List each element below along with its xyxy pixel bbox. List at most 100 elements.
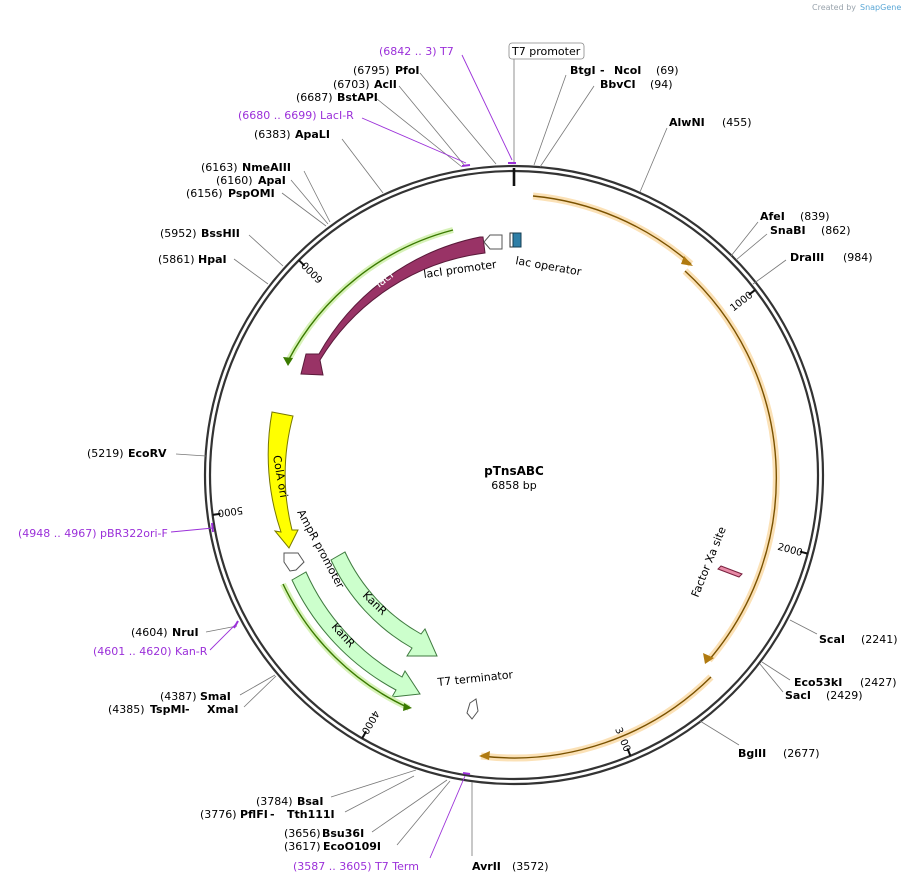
site-pos-nrui: (4604) (131, 626, 168, 639)
site-pos-bstapi: (6687) (296, 91, 333, 104)
site-pos-eco53ki: (2427) (860, 676, 897, 689)
site-pos-acli: (6703) (333, 78, 370, 91)
primer-laci-r[interactable]: (6680 .. 6699) LacI-R (238, 109, 354, 122)
site-name-bglii[interactable]: BglII (738, 747, 766, 760)
site-name-ecoo109i[interactable]: EcoO109I (323, 840, 381, 853)
site-name-snabi[interactable]: SnaBI (770, 224, 806, 237)
ampr-promoter-arrow[interactable] (283, 552, 305, 572)
tick-mark-4000 (361, 730, 367, 739)
t7-promoter-box[interactable] (508, 42, 585, 60)
site-name-pfoi[interactable]: PfoI (395, 64, 420, 77)
kanr-outer-arrow[interactable] (291, 571, 421, 698)
site-name-saci[interactable]: SacI (785, 689, 811, 702)
site-name-draiii[interactable]: DraIII (790, 251, 824, 264)
site-name2-btgi[interactable]: NcoI (614, 64, 641, 77)
site-pos-draiii: (984) (843, 251, 873, 264)
laci-promoter-arrow[interactable] (483, 234, 503, 250)
site-name-apali[interactable]: ApaLI (295, 128, 330, 141)
site-name-pspomi[interactable]: PspOMI (228, 187, 275, 200)
primer-pbr322ori-f[interactable]: (4948 .. 4967) pBR322ori-F (18, 527, 168, 540)
t7-terminator-label: T7 terminator (436, 668, 514, 689)
site-name-bsu36i[interactable]: Bsu36I (322, 827, 364, 840)
site-pos-tspmi: (4385) (108, 703, 145, 716)
site-pos-ecoo109i: (3617) (284, 840, 321, 853)
site-name-smai[interactable]: SmaI (200, 690, 231, 703)
site-pos-pfoi: (6795) (353, 64, 390, 77)
site-pos-ecorv: (5219) (87, 447, 124, 460)
site-joiner-pflfi: - (270, 808, 275, 821)
site-name-nrui[interactable]: NruI (172, 626, 199, 639)
site-name-btgi[interactable]: BtgI (570, 64, 596, 77)
lac-operator-box[interactable] (512, 232, 522, 248)
tick-mark-1000 (748, 289, 756, 296)
site-pos-nmeaiii: (6163) (201, 161, 238, 174)
laci-gene-arrow[interactable] (300, 236, 486, 376)
plasmid-name: pTnsABC (484, 464, 544, 478)
site-pos-apali: (6383) (254, 128, 291, 141)
site-name-nmeaiii[interactable]: NmeAIII (242, 161, 291, 174)
site-name-scai[interactable]: ScaI (819, 633, 845, 646)
site-pos-smai: (4387) (160, 690, 197, 703)
tick-label-6000: 6000 (300, 259, 326, 285)
primer-kan-r[interactable]: (4601 .. 4620) Kan-R (93, 645, 208, 658)
site-name-hpai[interactable]: HpaI (198, 253, 227, 266)
snapgene-logo-text: SnapGene (860, 3, 901, 12)
t7-promoter-label: T7 promoter (511, 45, 581, 58)
site-name-ecorv[interactable]: EcoRV (128, 447, 167, 460)
lac-operator-label: lac operator (514, 254, 582, 278)
tick-label-1000: 1000 (728, 290, 755, 314)
site-name2-pflfi[interactable]: Tth111I (287, 808, 335, 821)
site-pos-hpai: (5861) (158, 253, 195, 266)
site-name-bbvci[interactable]: BbvCI (600, 78, 636, 91)
restriction-sites: BtgI - NcoI (69) BbvCI (94) AlwNI (455) … (87, 64, 898, 873)
orf-arrows (479, 192, 780, 762)
site-pos-afei: (839) (800, 210, 830, 223)
primer-t7-term[interactable]: (3587 .. 3605) T7 Term (293, 860, 419, 873)
site-pos-avrii: (3572) (512, 860, 549, 873)
site-pos-saci: (2429) (826, 689, 863, 702)
primers: (6842 .. 3) T7 (6680 .. 6699) LacI-R (49… (18, 45, 516, 873)
site-name-bsai[interactable]: BsaI (297, 795, 323, 808)
site-name-apai[interactable]: ApaI (258, 174, 286, 187)
site-joiner-tspmi: - (185, 703, 190, 716)
site-pos-pspomi: (6156) (186, 187, 223, 200)
site-name-afei[interactable]: AfeI (760, 210, 785, 223)
backbone-outer-strand (203, 164, 825, 786)
site-name-eco53ki[interactable]: Eco53kI (794, 676, 842, 689)
site-pos-snabi: (862) (821, 224, 851, 237)
site-pos-scai: (2241) (861, 633, 898, 646)
kanr-inner-arrow[interactable] (330, 551, 438, 657)
site-joiner-btgi: - (600, 64, 605, 77)
site-name-acli[interactable]: AclI (374, 78, 397, 91)
tick-label-2000: 2000 (776, 542, 803, 559)
site-pos-bbvci: (94) (650, 78, 673, 91)
site-name-alwni[interactable]: AlwNI (669, 116, 705, 129)
site-pos-btgi: (69) (656, 64, 679, 77)
tick-label-5000: 5000 (217, 504, 244, 518)
site-name-avrii[interactable]: AvrII (472, 860, 501, 873)
cola-ori-arrow[interactable] (267, 411, 299, 549)
site-pos-apai: (6160) (216, 174, 253, 187)
site-name-pflfi[interactable]: PflFI (240, 808, 268, 821)
site-name-bsshii[interactable]: BssHII (201, 227, 240, 240)
tick-mark-2000 (799, 550, 808, 555)
site-name-tspmi[interactable]: TspMI (150, 703, 186, 716)
site-name-bstapi[interactable]: BstAPI (337, 91, 378, 104)
site-pos-bglii: (2677) (783, 747, 820, 760)
site-pos-alwni: (455) (722, 116, 752, 129)
primer-t7[interactable]: (6842 .. 3) T7 (379, 45, 454, 58)
site-pos-bsai: (3784) (256, 795, 293, 808)
site-pos-bsu36i: (3656) (284, 827, 321, 840)
site-pos-bsshii: (5952) (160, 227, 197, 240)
orf-right-arrow[interactable] (682, 268, 780, 663)
tick-mark-6000 (298, 259, 306, 267)
plasmid-length: 6858 bp (491, 479, 536, 492)
factor-xa-label: Factor Xa site (689, 525, 729, 599)
site-pos-pflfi: (3776) (200, 808, 237, 821)
t7-terminator-shape[interactable] (466, 698, 479, 720)
tick-mark-3000 (626, 748, 632, 757)
tick-label-4000: 4000 (359, 708, 381, 736)
factor-xa-site-marker[interactable] (717, 565, 743, 578)
site-name2-tspmi[interactable]: XmaI (207, 703, 238, 716)
